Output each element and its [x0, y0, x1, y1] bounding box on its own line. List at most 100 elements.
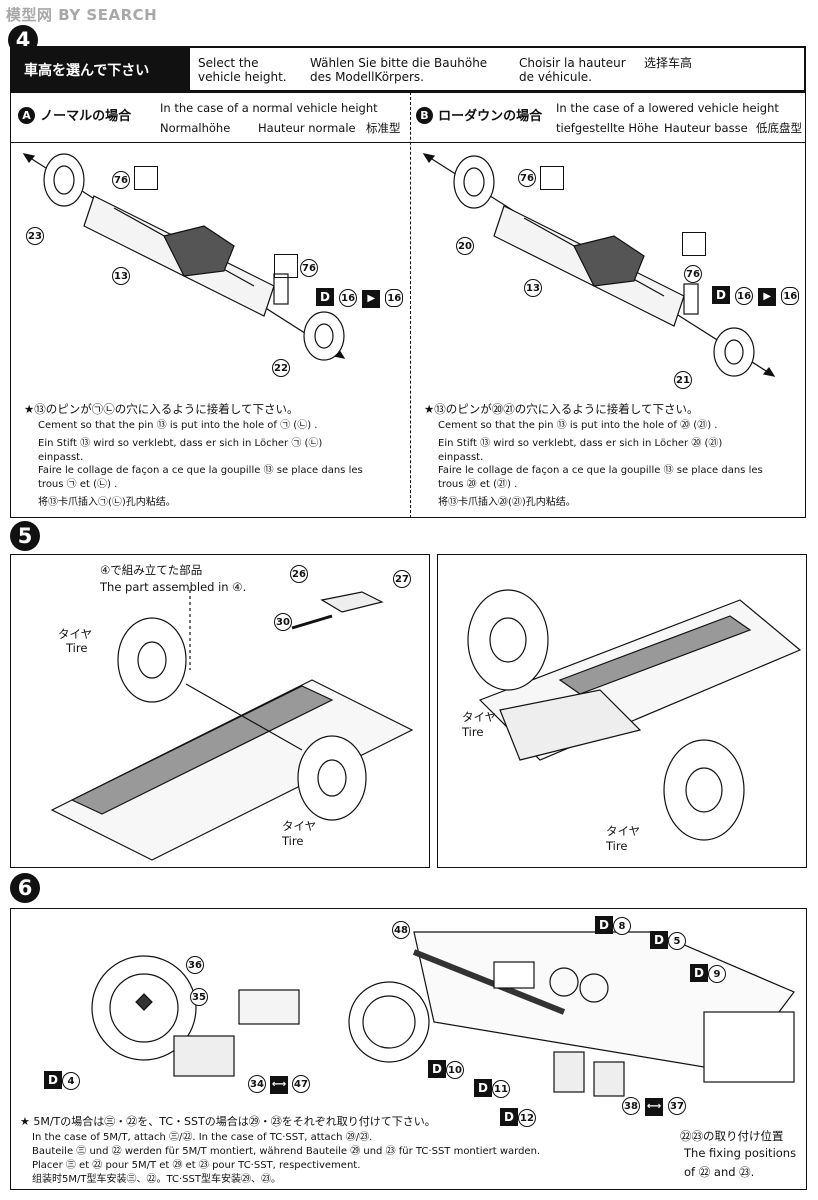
- fixing-positions-jp: ㉒㉓の取り付け位置: [680, 1129, 784, 1143]
- step-6-note-en: In the case of 5M/T, attach ㊂/㉒. In the …: [32, 1132, 373, 1143]
- decal-d-icon: D: [500, 1108, 518, 1126]
- tire-label-en: Tire: [606, 839, 628, 853]
- title-fr: Choisir la hauteur de véhicule.: [519, 56, 626, 84]
- option-b-note-fr: Faire le collage de façon a ce que la go…: [438, 465, 763, 490]
- option-a-part-13: 13: [112, 264, 130, 285]
- option-b-jp: ローダウンの場合: [438, 109, 543, 124]
- option-a-en: In the case of a normal vehicle height: [160, 101, 378, 115]
- step-6-part-38: 38: [622, 1094, 640, 1115]
- tire-label-en: Tire: [282, 834, 304, 848]
- step-6-double-arrow-icon: ⟷: [270, 1072, 288, 1094]
- tire-label-jp: タイヤ: [58, 627, 93, 641]
- option-a-header: A ノーマルの場合: [18, 104, 131, 124]
- decal-d-icon: D: [44, 1071, 62, 1089]
- step-5-number: 5: [10, 521, 40, 551]
- option-a-part-76b: 76: [300, 256, 318, 277]
- option-b-header: B ローダウンの場合: [416, 104, 542, 124]
- step-5-chassis-drawing: [50, 590, 414, 861]
- title-cn: 选择车高: [644, 56, 693, 70]
- option-a-note-de: Ein Stift ⑬ wird so verklebt, dass er si…: [38, 438, 323, 463]
- option-a-axle-drawing: [22, 153, 346, 361]
- bowtie-icon: ▶: [758, 288, 777, 306]
- option-b-de: tiefgestellte Höhe: [556, 121, 659, 135]
- option-a-decal-ref: D 16 ▶ 16: [316, 286, 404, 308]
- option-a-note-jp: ★⑬のピンが㉠㉡の穴に入るように接着して下さい。: [24, 402, 299, 416]
- step-6-note-cn: 组装时5M/T型车安装㊂、㉒。TC·SST型车安装㉙、㉓。: [32, 1174, 281, 1185]
- option-b-part-21: 21: [674, 368, 692, 389]
- option-b-note-cn: 将⑬卡爪插入⑳(㉑)孔内粘结。: [438, 497, 576, 508]
- step-4-header: 車高を選んで下さい Select the vehicle height. Wäh…: [10, 46, 806, 92]
- tire-label-en: Tire: [462, 725, 484, 739]
- option-b-part-76b: 76: [684, 262, 702, 283]
- decal-d-icon: D: [595, 916, 613, 934]
- option-a-cn: 标准型: [366, 121, 401, 135]
- decal-d-icon: D: [712, 286, 730, 304]
- option-a-part-23: 23: [26, 224, 44, 245]
- option-b-letter: B: [416, 107, 433, 124]
- step-6-double-arrow-icon: ⟷: [645, 1094, 663, 1116]
- tire-label-jp: タイヤ: [282, 819, 317, 833]
- step-5-chassis-front-drawing: [467, 589, 802, 841]
- no-cement-icon: [134, 166, 158, 190]
- title-en: Select the vehicle height.: [198, 56, 287, 84]
- title-de: Wählen Sie bitte die Bauhöhe des ModellK…: [310, 56, 488, 84]
- option-a-fr: Hauteur normale: [258, 121, 356, 135]
- option-b-fr: Hauteur basse: [664, 121, 748, 135]
- step-5-part-26: 26: [290, 562, 308, 583]
- tire-label-en: Tire: [66, 641, 88, 655]
- step-6-part-34: 34: [248, 1072, 266, 1093]
- option-a-letter: A: [18, 107, 35, 124]
- option-b-note-de: Ein Stift ⑬ wird so verklebt, dass er si…: [438, 438, 723, 463]
- option-b-decal-ref: D 16 ▶ 16: [712, 284, 800, 306]
- step-6-note-jp: ★ 5M/Tの場合は㊂・㉒を、TC・SSTの場合は㉙・㉓をそれぞれ取り付けて下さ…: [20, 1115, 436, 1128]
- option-divider: [410, 92, 411, 518]
- option-b-part-13: 13: [524, 276, 542, 297]
- no-cement-icon: [682, 232, 706, 256]
- no-cement-icon: [274, 254, 298, 278]
- step-6-frame: [10, 908, 807, 1190]
- step-6-part-36: 36: [186, 953, 204, 974]
- option-a-de: Normalhöhe: [160, 121, 231, 135]
- step-6-part-48: 48: [392, 918, 410, 939]
- step-6-number: 6: [10, 873, 40, 903]
- option-a-part-22: 22: [272, 356, 290, 377]
- option-a-note-cn: 将⑬卡爪插入㉠(㉡)孔内粘结。: [38, 497, 176, 508]
- option-b-en: In the case of a lowered vehicle height: [556, 101, 779, 115]
- option-b-part-76a: 76: [518, 166, 536, 187]
- decal-d-icon: D: [474, 1079, 492, 1097]
- step-5-assembled-jp: ④で組み立てた部品: [100, 563, 203, 577]
- step-5-right-frame: [437, 554, 807, 868]
- option-a-part-76a: 76: [112, 168, 130, 189]
- fixing-positions-en-2: of ㉒ and ㉓.: [684, 1165, 755, 1179]
- no-cement-icon: [540, 166, 564, 190]
- option-b-axle-drawing: [422, 153, 776, 377]
- tire-label-jp: タイヤ: [462, 710, 497, 724]
- step-5-part-27: 27: [393, 567, 411, 588]
- option-b-part-20: 20: [456, 234, 474, 255]
- step-5-left-frame: [10, 554, 430, 868]
- step-6-note-de: Bauteile ㊂ und ㉒ werden für 5M/T montier…: [32, 1146, 541, 1157]
- decal-d-icon: D: [650, 931, 668, 949]
- decal-d-icon: D: [316, 288, 334, 306]
- step-5-assembled-en: The part assembled in ④.: [100, 580, 247, 594]
- tire-label-jp: タイヤ: [606, 824, 641, 838]
- option-b-note-en: Cement so that the pin ⑬ is put into the…: [438, 420, 718, 431]
- option-a-note-en: Cement so that the pin ⑬ is put into the…: [38, 420, 318, 431]
- step-6-part-47: 47: [292, 1072, 310, 1093]
- option-header-divider: [10, 142, 806, 143]
- option-b-cn: 低底盘型: [756, 121, 802, 135]
- watermark: 模型网 BY SEARCH: [6, 6, 158, 24]
- option-a-note-fr: Faire le collage de façon a ce que la go…: [38, 465, 363, 490]
- title-jp: 車高を選んで下さい: [24, 63, 150, 79]
- decal-d-icon: D: [690, 964, 708, 982]
- step-6-part-35: 35: [190, 985, 208, 1006]
- option-a-jp: ノーマルの場合: [40, 109, 132, 124]
- bowtie-icon: ▶: [362, 290, 381, 308]
- decal-d-icon: D: [428, 1060, 446, 1078]
